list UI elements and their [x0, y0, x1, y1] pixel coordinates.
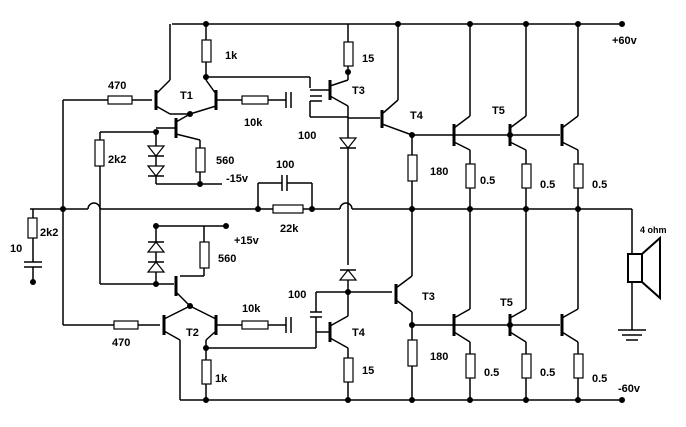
lower-driver-15: [310, 289, 392, 403]
lower-emitter-3-label: 0.5: [592, 373, 607, 385]
upper-emitter-3-label: 0.5: [592, 179, 607, 191]
upper-bias-network: [94, 113, 222, 202]
lower-supply-label: +15v: [234, 235, 260, 247]
lower-560-label: 560: [218, 253, 236, 265]
upper-t4-label: T4: [410, 110, 424, 122]
feedback-resistor-label: 22k: [280, 223, 299, 235]
upper-output-stage: [450, 21, 584, 209]
upper-input-resistor-label: 470: [108, 80, 126, 92]
speaker-icon: [627, 235, 661, 330]
upper-560-label: 560: [216, 155, 234, 167]
upper-emitter-1-label: 0.5: [480, 175, 495, 187]
upper-t3-label: T3: [352, 85, 365, 97]
bias-diodes-center: [338, 137, 358, 292]
upper-10k-label: 10k: [244, 117, 263, 129]
input-resistor-label: 2k2: [40, 227, 58, 239]
lower-output-stage: [452, 209, 584, 403]
upper-t5-label: T5: [492, 105, 505, 117]
lower-emitter-2-label: 0.5: [540, 367, 555, 379]
upper-t1-label: T1: [180, 90, 193, 102]
lower-bias-network: [99, 202, 229, 309]
input-network: [24, 209, 42, 285]
upper-15-label: 15: [362, 53, 374, 65]
positive-rail-label: +60v: [612, 35, 638, 47]
ground-icon: [618, 329, 646, 341]
upper-supply-label: -15v: [226, 173, 249, 185]
lower-1k-label: 1k: [215, 373, 228, 385]
upper-t4: [348, 21, 413, 136]
negative-rail-label: -60v: [618, 383, 641, 395]
upper-2k2-label: 2k2: [108, 154, 126, 166]
lower-emitter-1-label: 0.5: [484, 367, 499, 379]
upper-input-path: [62, 95, 152, 209]
lower-t2-label: T2: [186, 327, 199, 339]
lower-t4-label: T4: [352, 327, 366, 339]
speaker-label: 4 ohm: [640, 225, 667, 235]
lower-feedback-10k: [241, 317, 292, 333]
lower-15-label: 15: [362, 365, 374, 377]
lower-10k-label: 10k: [242, 303, 261, 315]
lower-input-pair: [162, 305, 242, 400]
upper-180: [407, 132, 450, 209]
upper-driver-15: [309, 24, 354, 138]
upper-input-pair: [154, 24, 242, 117]
upper-emitter-2-label: 0.5: [540, 179, 555, 191]
upper-1k-label: 1k: [225, 50, 238, 62]
upper-cap-100-label: 100: [298, 130, 316, 142]
feedback-network: [255, 175, 315, 214]
lower-t3: [394, 209, 560, 403]
lower-input-resistor-label: 470: [112, 337, 130, 349]
lower-collector-1k: [201, 340, 316, 403]
feedback-cap-label: 100: [276, 159, 294, 171]
lower-t3-label: T3: [422, 291, 435, 303]
lower-180-label: 180: [430, 351, 448, 363]
negative-rail: [180, 397, 625, 403]
upper-collector-1k: [201, 21, 311, 88]
lower-input-path: [62, 209, 160, 330]
lower-t5-label: T5: [500, 297, 513, 309]
input-cap-label: 10: [10, 243, 22, 255]
upper-180-label: 180: [430, 166, 448, 178]
upper-feedback-10k: [241, 92, 292, 108]
lower-cap-100-label: 100: [288, 289, 306, 301]
ground-bus: [30, 202, 633, 250]
